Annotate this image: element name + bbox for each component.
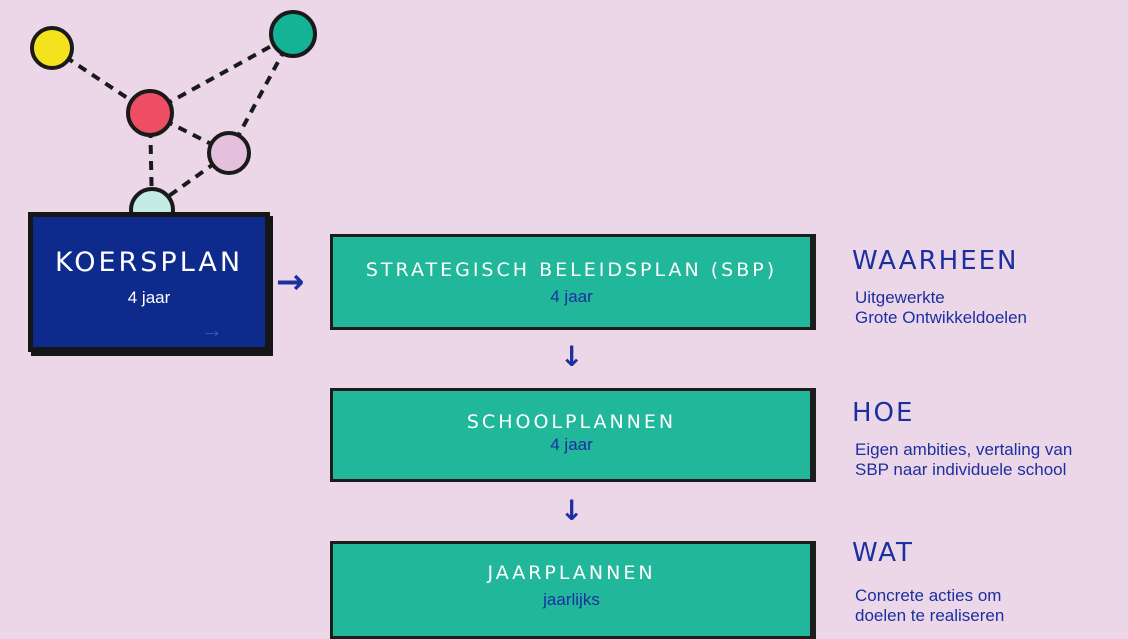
jaarplannen-period: jaarlijks <box>543 590 600 609</box>
arrow-down-icon: ↓ <box>560 340 584 373</box>
teal-node <box>269 10 317 58</box>
hoe-line1: Eigen ambities, vertaling van <box>855 440 1073 459</box>
pink-node <box>207 131 251 175</box>
waarheen-heading: WAARHEEN <box>852 246 1019 276</box>
schoolplannen-title: SCHOOLPLANNEN <box>466 411 677 433</box>
schoolplannen-box: SCHOOLPLANNEN 4 jaar <box>330 388 816 482</box>
jaarplannen-title: JAARPLANNEN <box>487 562 656 584</box>
koersplan-title: KOERSPLAN <box>54 247 244 278</box>
red-node <box>126 89 174 137</box>
sbp-period: 4 jaar <box>550 287 593 306</box>
waarheen-line2: Grote Ontwikkeldoelen <box>855 308 1027 327</box>
wat-line1: Concrete acties om <box>855 586 1002 605</box>
schoolplannen-period: 4 jaar <box>550 435 593 454</box>
jaarplannen-box: JAARPLANNEN jaarlijks <box>330 541 816 639</box>
wat-line2: doelen te realiseren <box>855 606 1005 625</box>
sbp-title: STRATEGISCH BELEIDSPLAN (SBP) <box>365 259 778 281</box>
koersplan-period: 4 jaar <box>127 288 171 307</box>
wat-heading: WAT <box>852 538 914 568</box>
yellow-node <box>30 26 74 70</box>
waarheen-line1: Uitgewerkte <box>855 288 945 307</box>
sbp-box: STRATEGISCH BELEIDSPLAN (SBP) 4 jaar <box>330 234 816 330</box>
hoe-heading: HOE <box>852 398 915 428</box>
network-diagram <box>30 10 317 233</box>
hoe-line2: SBP naar individuele school <box>855 460 1067 479</box>
edge-red-teal <box>149 32 294 115</box>
arrow-right-icon: → <box>276 262 305 302</box>
arrow-down-icon: ↓ <box>560 494 584 527</box>
faint-arrow-icon: → <box>201 317 223 342</box>
koersplan-box: KOERSPLAN 4 jaar → <box>28 212 270 352</box>
